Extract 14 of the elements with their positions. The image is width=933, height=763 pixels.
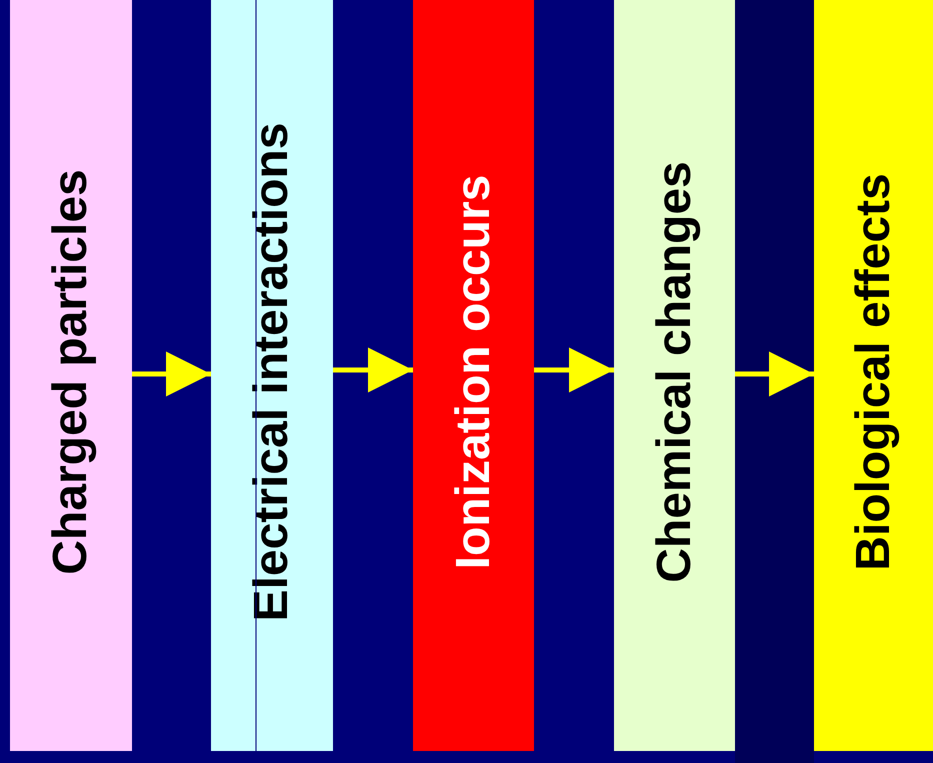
band-label: Electrical interactions bbox=[248, 122, 296, 622]
band-label: Charged particles bbox=[47, 169, 95, 575]
arrow bbox=[333, 348, 413, 392]
process-band bbox=[413, 0, 534, 751]
band-label: Chemical changes bbox=[650, 161, 698, 583]
arrow bbox=[735, 352, 814, 396]
process-band bbox=[814, 0, 933, 751]
process-band bbox=[211, 0, 333, 751]
band-label: Biological effects bbox=[850, 173, 898, 571]
arrow bbox=[132, 352, 211, 396]
process-band bbox=[10, 0, 132, 751]
process-band bbox=[614, 0, 735, 751]
arrow bbox=[534, 348, 614, 392]
band-label: Ionization occurs bbox=[450, 174, 498, 570]
